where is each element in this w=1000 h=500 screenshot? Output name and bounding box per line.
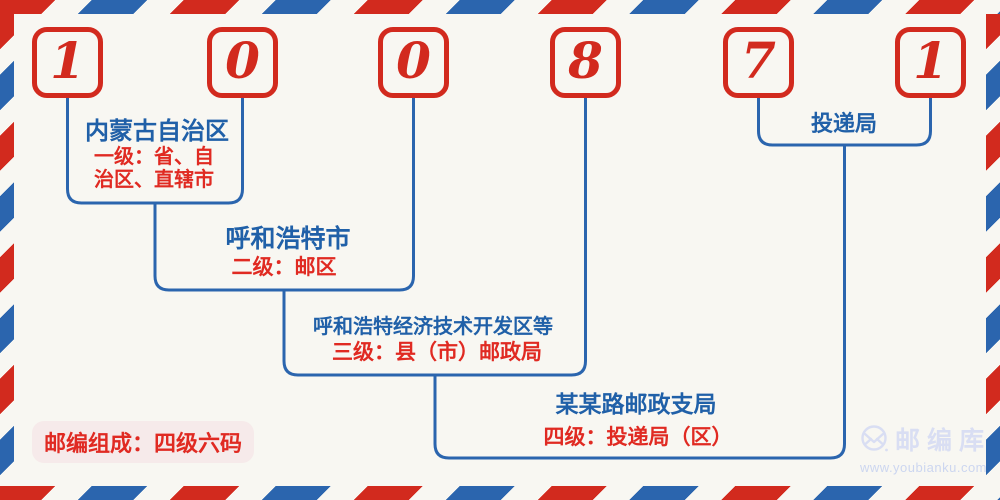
level2-description: 二级：邮区 bbox=[231, 256, 337, 279]
watermark: 邮编库 www.youbianku.com bbox=[860, 421, 990, 475]
digit-2: 0 bbox=[225, 30, 260, 90]
digit-3: 0 bbox=[396, 30, 431, 90]
digit-4: 8 bbox=[568, 30, 603, 90]
digit-box-3: 0 bbox=[378, 27, 449, 98]
level4-description: 四级：投递局（区） bbox=[543, 426, 733, 449]
digit-box-6: 1 bbox=[895, 27, 966, 98]
digit-box-4: 8 bbox=[550, 27, 621, 98]
digit-6: 1 bbox=[913, 30, 948, 90]
level1-region-name: 内蒙古自治区 bbox=[85, 118, 229, 145]
bracket-level4 bbox=[433, 145, 846, 460]
digit-1: 1 bbox=[50, 30, 85, 90]
level2-region-name: 呼和浩特市 bbox=[225, 225, 351, 253]
level4-region-name: 某某路邮政支局 bbox=[555, 391, 717, 417]
digit-box-2: 0 bbox=[207, 27, 278, 98]
postcode-composition-text: 邮编组成：四级六码 bbox=[43, 431, 242, 456]
level3-description: 三级：县（市）邮政局 bbox=[332, 341, 542, 364]
digit-box-1: 1 bbox=[32, 27, 103, 98]
delivery-office-label: 投递局 bbox=[810, 111, 878, 136]
postcode-composition-badge: 邮编组成：四级六码 bbox=[32, 421, 254, 463]
level3-region-name: 呼和浩特经济技术开发区等 bbox=[313, 316, 553, 338]
digit-5: 7 bbox=[741, 30, 776, 90]
watermark-url: www.youbianku.com bbox=[860, 460, 987, 475]
envelope-icon bbox=[860, 424, 890, 454]
bracket-delivery bbox=[757, 98, 932, 147]
watermark-brand: 邮编库 bbox=[895, 427, 992, 455]
level1-description: 一级：省、自治区、直辖市 bbox=[94, 146, 214, 191]
digit-box-5: 7 bbox=[723, 27, 794, 98]
